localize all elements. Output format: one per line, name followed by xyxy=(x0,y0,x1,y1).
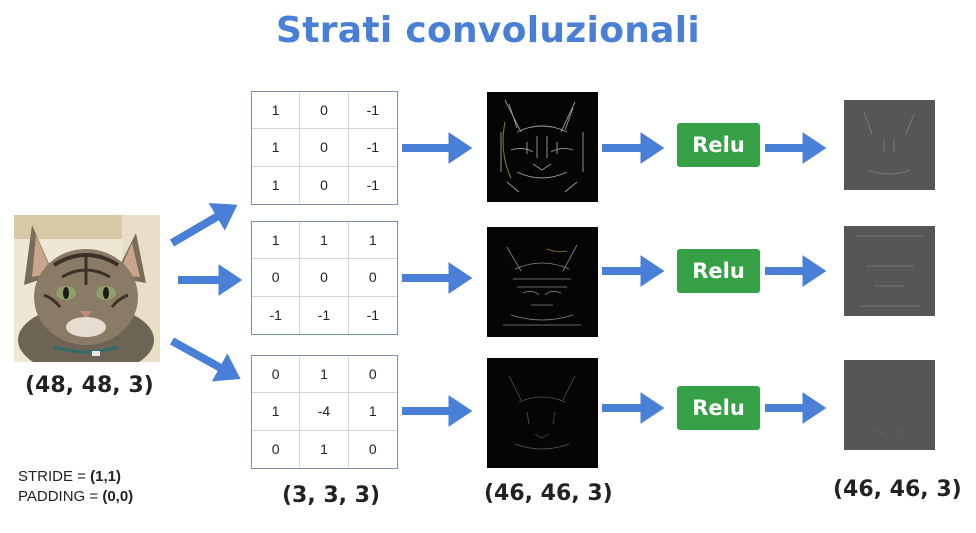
conv-output-shape-label: (46, 46, 3) xyxy=(484,481,613,506)
relu-output-image xyxy=(844,100,935,190)
padding-text: PADDING = xyxy=(18,488,103,505)
kernel-cell: 1 xyxy=(300,222,349,260)
kernel-cell: -1 xyxy=(252,296,301,334)
kernel-grid-vertical: 1 0 -1 1 0 -1 1 0 -1 xyxy=(251,91,398,205)
kernel-cell: 0 xyxy=(348,259,397,297)
kernel-cell: 1 xyxy=(252,92,301,130)
kernel-grid-laplacian: 0 1 0 1 -4 1 0 1 0 xyxy=(251,355,398,469)
input-cat-image xyxy=(14,215,160,362)
relu-activation-box: Relu xyxy=(677,386,760,430)
kernel-cell: 0 xyxy=(252,430,301,468)
kernel-cell: 0 xyxy=(368,441,377,458)
relu-activation-box: Relu xyxy=(677,249,760,293)
kernel-cell: 0 xyxy=(300,259,349,297)
relu-output-image xyxy=(844,226,935,316)
feature-map-image xyxy=(487,92,598,202)
kernel-cell: 1 xyxy=(300,356,349,394)
relu-output-shape-label: (46, 46, 3) xyxy=(833,477,962,502)
kernel-cell: 0 xyxy=(252,356,301,394)
kernel-cell: -1 xyxy=(348,92,397,130)
kernel-cell: 0 xyxy=(252,259,301,297)
kernel-cell: 1 xyxy=(300,430,349,468)
kernel-cell: 1 xyxy=(348,222,397,260)
kernel-grid-horizontal: 1 1 1 0 0 0 -1 -1 -1 xyxy=(251,221,398,335)
kernel-cell: 0 xyxy=(300,92,349,130)
kernel-cell: 0 xyxy=(300,129,349,167)
kernel-cell: -1 xyxy=(348,129,397,167)
padding-label: PADDING = (0,0) xyxy=(18,488,133,505)
kernel-shape-label: (3, 3, 3) xyxy=(282,483,381,508)
kernel-cell: 1 xyxy=(252,129,301,167)
kernel-cell: -1 xyxy=(300,296,349,334)
page-title: Strati convoluzionali xyxy=(275,10,701,51)
kernel-cell: -1 xyxy=(366,307,380,324)
kernel-cell: 1 xyxy=(252,166,301,204)
stride-label: STRIDE = (1,1) xyxy=(18,468,121,485)
kernel-cell: 1 xyxy=(348,393,397,431)
relu-output-image xyxy=(844,360,935,450)
input-shape-label: (48, 48, 3) xyxy=(25,373,154,398)
kernel-cell: 1 xyxy=(252,393,301,431)
feature-map-image xyxy=(487,227,598,337)
stride-value: (1,1) xyxy=(90,468,121,485)
arrow-to-kernel-3 xyxy=(170,337,241,382)
arrow-to-kernel-1 xyxy=(169,203,238,247)
kernel-cell: 0 xyxy=(348,356,397,394)
kernel-cell: 0 xyxy=(300,166,349,204)
stride-text: STRIDE = xyxy=(18,468,91,485)
padding-value: (0,0) xyxy=(102,488,134,505)
kernel-cell: 1 xyxy=(252,222,301,260)
relu-activation-box: Relu xyxy=(677,123,760,167)
kernel-cell: -1 xyxy=(366,177,380,194)
kernel-cell: -4 xyxy=(300,393,349,431)
feature-map-image xyxy=(487,358,598,468)
